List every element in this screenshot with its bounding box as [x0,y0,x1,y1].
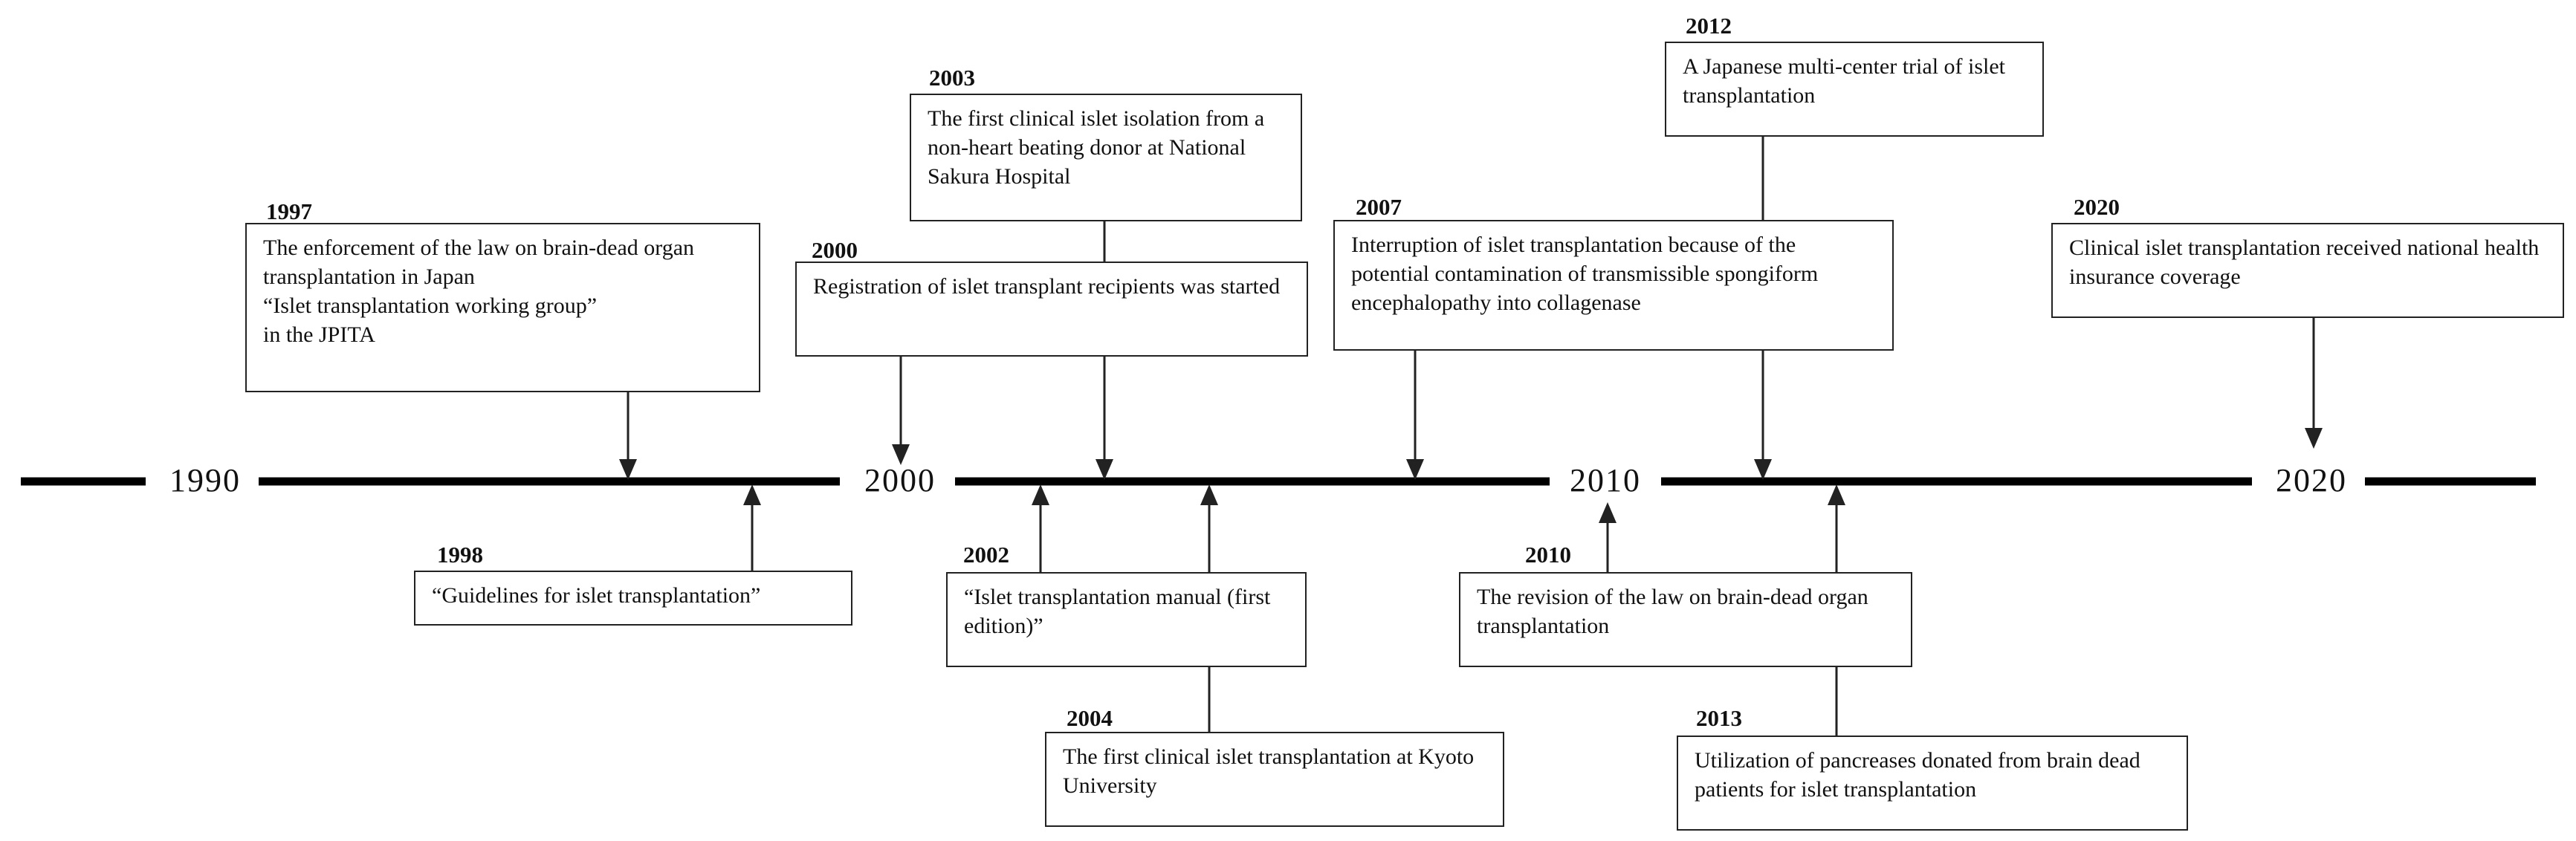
axis-label-2000: 2000 [864,462,936,499]
event-text-2000: Registration of islet transplant recipie… [813,274,1281,299]
arrowhead-1997 [619,459,637,480]
arrowhead-2010 [1599,502,1617,523]
event-year-1997: 1997 [266,198,312,224]
event-text-2020: Clinical islet transplantation received … [2069,236,2540,289]
event-box-2010: The revision of the law on brain-dead or… [1459,572,1912,667]
arrowhead-1998 [743,484,761,505]
axis-label-1990: 1990 [169,462,241,499]
arrowhead-2000 [892,444,910,465]
event-box-2000: Registration of islet transplant recipie… [795,262,1308,357]
event-text-2007: Interruption of islet transplantation be… [1351,233,1819,315]
event-box-2013: Utilization of pancreases donated from b… [1677,736,2188,831]
event-text-2002: “Islet transplantation manual (first edi… [964,585,1271,638]
event-year-2012: 2012 [1686,13,1732,39]
arrowhead-2003 [1096,459,1113,480]
event-box-2002: “Islet transplantation manual (first edi… [946,572,1307,667]
event-box-2007: Interruption of islet transplantation be… [1333,220,1894,351]
event-text-1998: “Guidelines for islet transplantation” [432,583,761,608]
event-year-2013: 2013 [1696,705,1742,731]
event-text-2010: The revision of the law on brain-dead or… [1477,585,1868,638]
event-year-2020: 2020 [2074,194,2120,220]
event-box-1997: The enforcement of the law on brain-dead… [245,223,760,392]
event-text-2003: The first clinical islet isolation from … [928,106,1265,189]
arrowhead-2020 [2305,428,2323,449]
event-text-2012: A Japanese multi-center trial of islet t… [1683,54,2006,108]
event-year-2000: 2000 [812,237,858,263]
arrowhead-2002 [1032,484,1049,505]
event-year-2004: 2004 [1067,705,1113,731]
event-box-2004: The first clinical islet transplantation… [1045,732,1504,827]
arrowhead-2007 [1406,459,1424,480]
event-box-1998: “Guidelines for islet transplantation” [414,571,852,626]
event-year-2002: 2002 [963,542,1009,568]
event-year-2003: 2003 [929,65,975,91]
event-box-2020: Clinical islet transplantation received … [2051,223,2564,318]
event-text-2004: The first clinical islet transplantation… [1063,744,1475,798]
event-box-2012: A Japanese multi-center trial of islet t… [1665,42,2044,137]
arrowhead-2004 [1200,484,1218,505]
arrowhead-2012 [1754,459,1772,480]
event-year-2007: 2007 [1356,194,1402,220]
event-text-1997: The enforcement of the law on brain-dead… [263,236,695,347]
arrowhead-2013 [1828,484,1845,505]
event-text-2013: Utilization of pancreases donated from b… [1695,748,2140,802]
event-year-2010: 2010 [1525,542,1571,568]
axis-label-2010: 2010 [1570,462,1641,499]
event-year-1998: 1998 [437,542,483,568]
event-box-2003: The first clinical islet isolation from … [910,94,1302,221]
axis-label-2020: 2020 [2276,462,2347,499]
